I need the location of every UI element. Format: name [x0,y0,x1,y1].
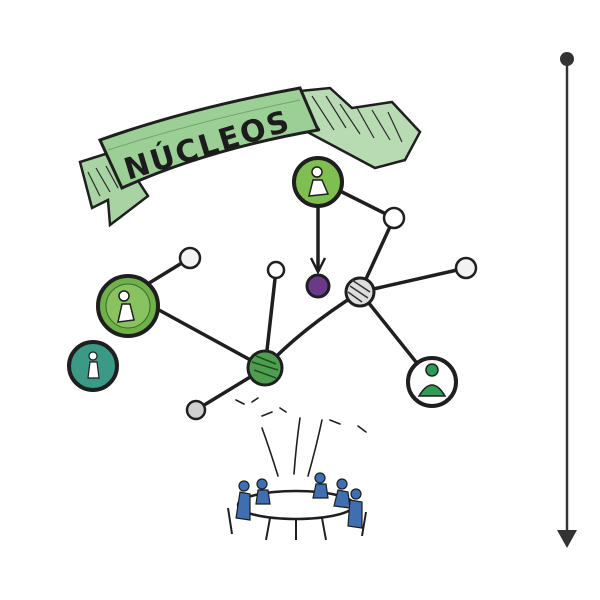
network-links [126,178,468,412]
motion-strokes [235,397,367,477]
timeline-arrow [557,52,577,548]
person-icon [308,166,330,197]
person-icon [87,351,100,379]
person-node-white [406,356,458,408]
person-icon [347,488,363,529]
person-icon [255,478,271,505]
arrow-down-icon [557,530,577,548]
person-icon [235,480,251,521]
hub-node-grey [344,276,376,308]
person-icon [117,290,135,323]
small-node [266,260,286,280]
person-node-large-green [96,274,160,338]
purple-node [305,273,331,299]
small-node [178,246,202,270]
small-node [382,206,406,230]
small-node [454,256,478,280]
arrow-down-icon [309,257,327,275]
person-node-teal [67,340,119,392]
small-node [185,399,207,421]
meeting-table-icon [227,472,367,541]
hub-node-green [246,349,284,387]
small-nodes [178,206,478,421]
person-node-top-green [292,156,344,208]
person-icon [333,478,351,509]
person-icon [417,363,447,397]
person-icon [312,472,329,499]
